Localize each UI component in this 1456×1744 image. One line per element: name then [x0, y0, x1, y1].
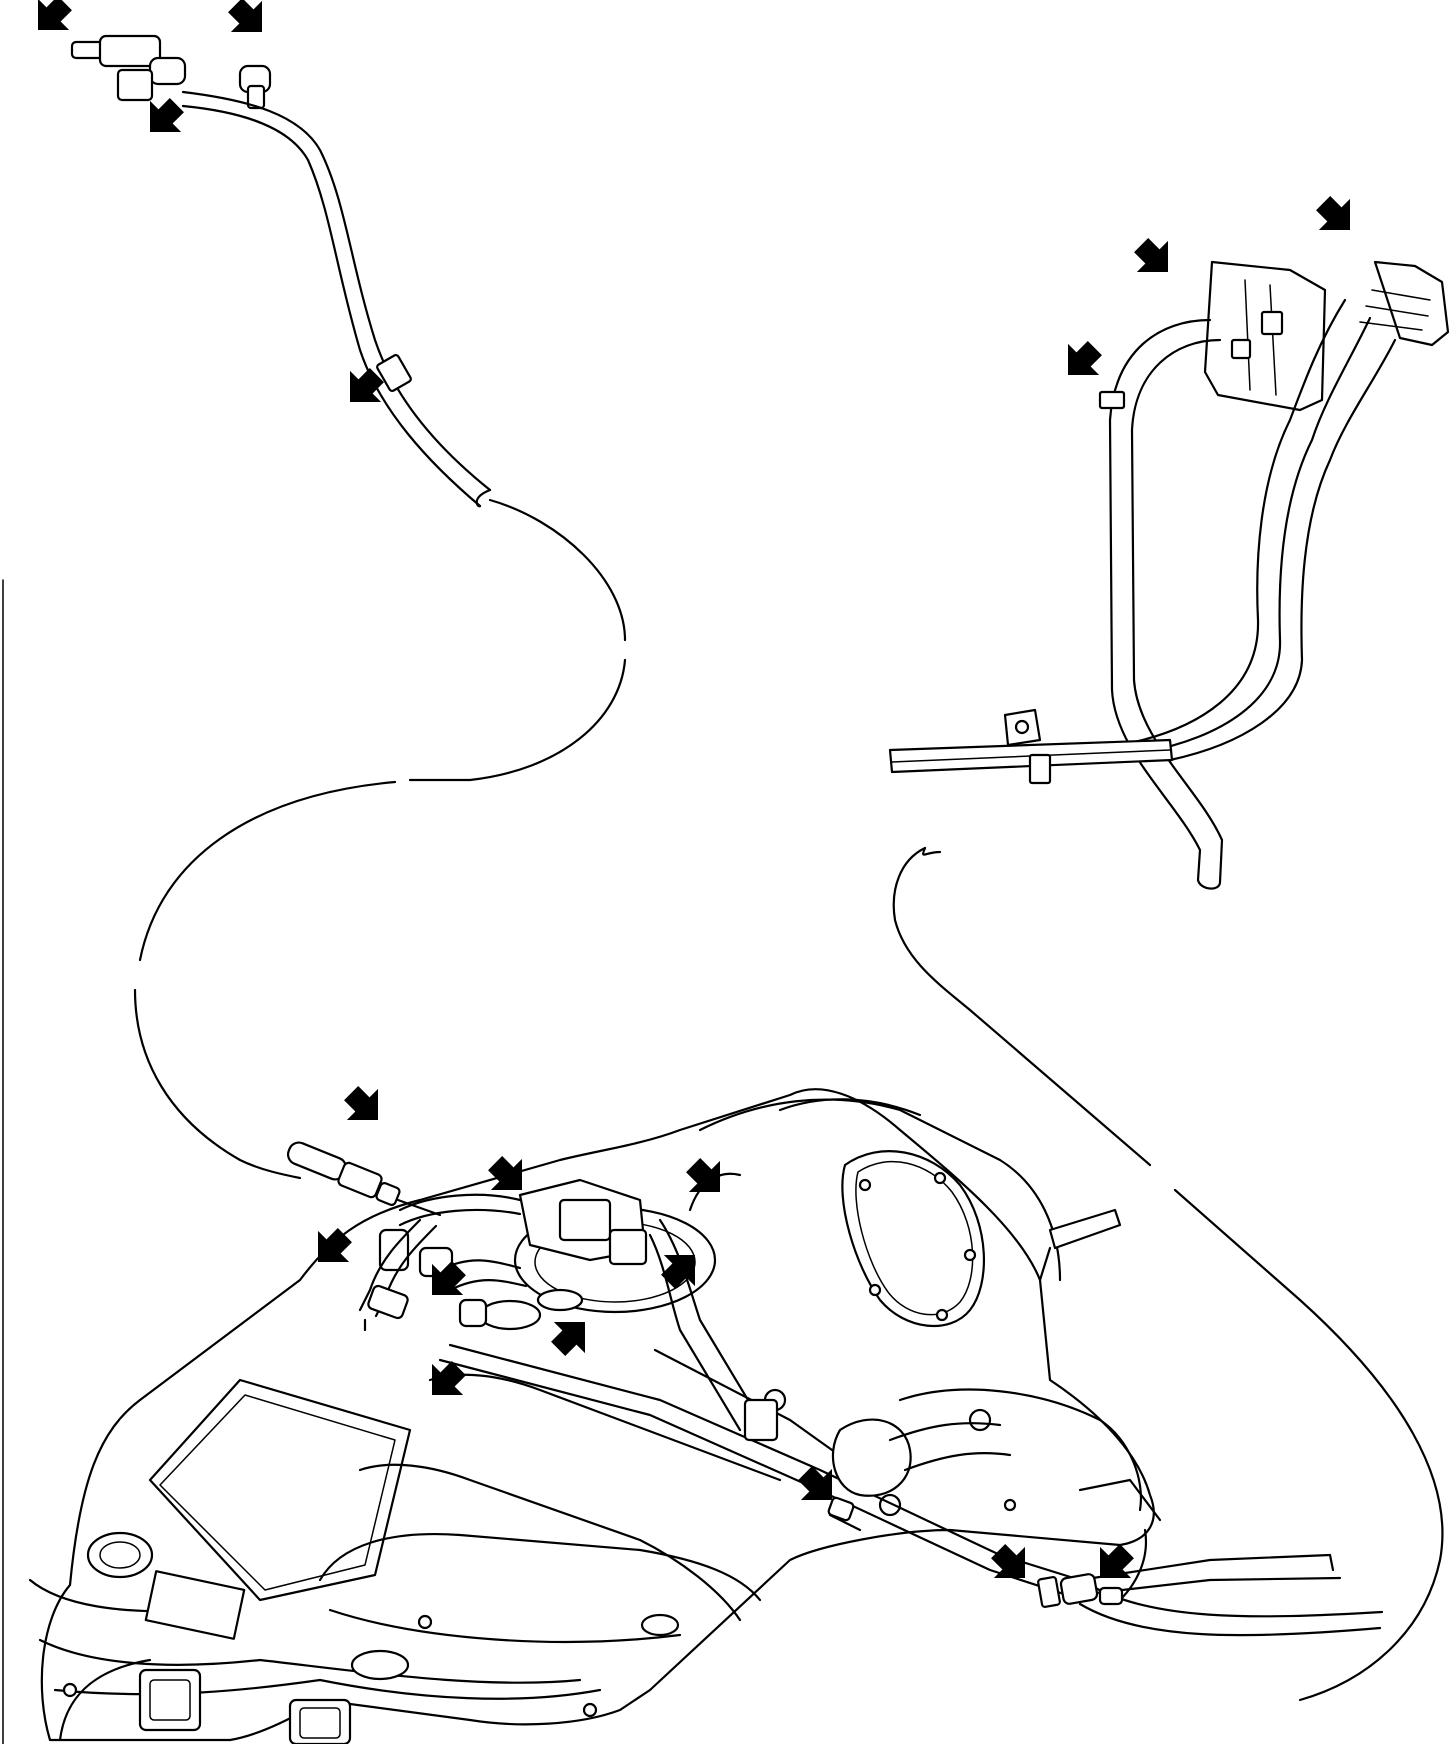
long-vapor-line [133, 498, 627, 1180]
arrow-m [661, 1255, 695, 1289]
arrow-h [344, 1086, 378, 1120]
arrow-n [551, 1322, 585, 1356]
arrow-o [432, 1361, 466, 1395]
callout-arrows [38, 0, 1350, 1578]
fuel-tank [28, 1088, 1162, 1744]
line-coupler [376, 354, 412, 392]
arrow-q [991, 1544, 1025, 1578]
fuel-line-harness [286, 1141, 1384, 1637]
arrow-i [488, 1156, 522, 1190]
arrow-c [150, 98, 184, 132]
arrow-e [1134, 238, 1168, 272]
arrow-b [228, 0, 262, 32]
arrow-d [350, 368, 384, 402]
fuel-feed-connector [70, 34, 272, 110]
upper-fuel-line [181, 90, 492, 508]
arrow-l [432, 1261, 466, 1295]
diagonal-fuel-line [892, 846, 1444, 1702]
filler-neck-assembly [888, 260, 1450, 890]
arrow-a [38, 0, 72, 30]
arrow-p [798, 1466, 832, 1500]
arrow-f [1316, 196, 1350, 230]
arrow-j [686, 1158, 720, 1192]
hose-clamp [1098, 390, 1126, 410]
arrow-r [1100, 1544, 1134, 1578]
arrow-k [318, 1228, 352, 1262]
arrow-g [1068, 341, 1102, 375]
